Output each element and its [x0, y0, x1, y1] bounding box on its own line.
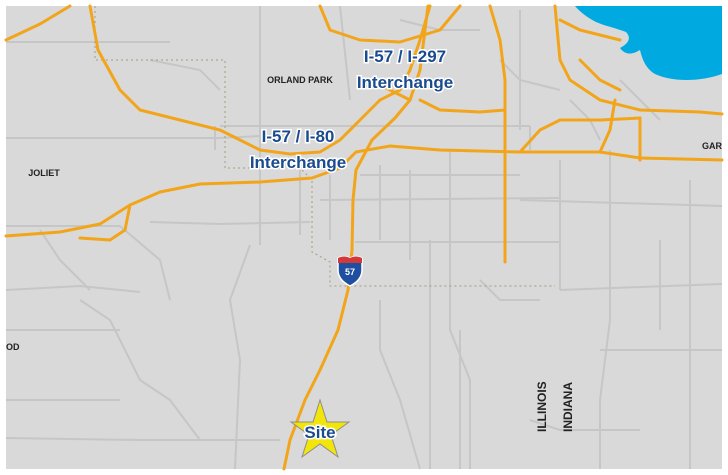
interstate-shield-icon — [337, 255, 363, 287]
land-area — [6, 6, 722, 469]
interchange-297-subtitle: Interchange — [357, 73, 453, 92]
shield-number: 57 — [345, 267, 355, 277]
star-icon — [289, 398, 351, 459]
site-label: Site — [304, 423, 335, 442]
city-gary: GAR — [702, 141, 723, 151]
highways — [4, 4, 724, 471]
lake-michigan — [575, 6, 722, 80]
city-orland-park: ORLAND PARK — [267, 75, 333, 85]
boundary-lines — [94, 6, 555, 287]
city-od: OD — [6, 342, 20, 352]
interchange-80-subtitle: Interchange — [250, 153, 346, 172]
interchange-297-title: I-57 / I-297 — [364, 47, 446, 66]
city-joliet: JOLIET — [28, 168, 60, 178]
state-illinois: ILLINOIS — [535, 381, 549, 432]
state-indiana: INDIANA — [561, 382, 575, 432]
interchange-80-title: I-57 / I-80 — [262, 127, 335, 146]
